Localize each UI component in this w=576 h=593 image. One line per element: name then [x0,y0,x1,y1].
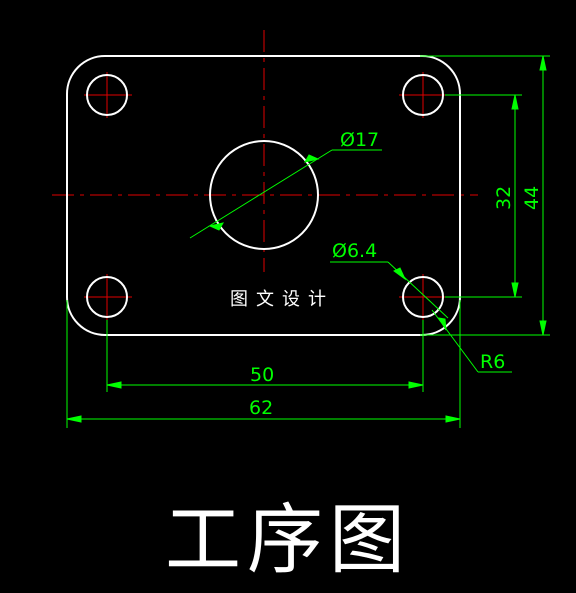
part-outline [66,55,461,336]
hole-bottom-right [402,276,444,318]
dim-32-label: 32 [493,186,515,210]
dim-44-label: 44 [521,186,543,210]
dimension-lines [66,55,550,428]
watermark-text: 图文设计 [230,289,334,310]
dim-62-label: 62 [249,397,273,419]
center-hole [209,140,319,250]
dia17-leader [189,149,333,239]
dia6-label: Ø6.4 [332,240,377,262]
page-title: 工序图 [165,495,411,584]
centerlines [52,30,478,320]
r6-leader [431,309,479,373]
hole-bottom-left [86,276,128,318]
r6-label: R6 [480,351,505,373]
hole-top-right [402,74,444,116]
hole-top-left [86,74,128,116]
dia17-label: Ø17 [340,129,379,151]
plate-outline [66,55,461,336]
dim-50-label: 50 [250,364,274,386]
